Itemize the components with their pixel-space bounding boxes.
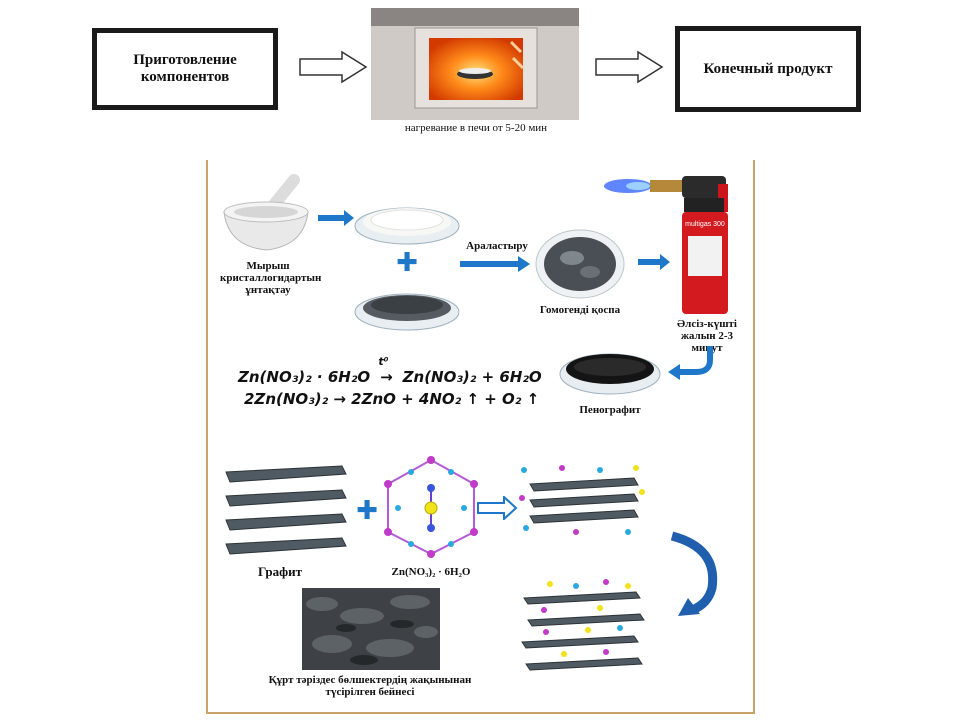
white-powder-dish xyxy=(354,207,460,245)
arrow-grind-to-dish xyxy=(318,210,354,226)
gas-torch-image: multigas 300 xyxy=(604,176,728,314)
salt-formula-label: Zn(NO₃)₂ · 6H₂O xyxy=(391,566,471,578)
equation-1: Zn(NO₃)₂ · 6H₂O t⁰→ Zn(NO₃)₂ + 6H₂O xyxy=(238,355,542,386)
arrow-mix xyxy=(460,256,530,272)
step-final-product-box: Конечный продукт xyxy=(675,26,861,112)
equation-2: 2Zn(NO₃)₂ → 2ZnO + 4NO₂ ↑ + O₂ ↑ xyxy=(244,390,540,408)
grinding-label: Мырыш кристаллогидартын ұнтақтау xyxy=(220,260,322,296)
expanded-graphite-image xyxy=(521,579,645,671)
heating-label: Әлсіз-күшті жалын 2-3 минут xyxy=(677,318,737,354)
arrow-to-intercalation xyxy=(477,496,518,520)
furnace-caption: нагревание в печи от 5-20 мин xyxy=(404,122,548,134)
arrow-to-torch xyxy=(638,254,670,270)
curved-arrow-to-foam xyxy=(668,346,713,380)
graphite-layers-image xyxy=(225,465,347,555)
homogeneous-label: Гомогенді қоспа xyxy=(539,304,621,316)
zinc-nitrate-molecule-image xyxy=(384,456,478,558)
step-preparation-label: Приготовление компонентов xyxy=(133,52,237,85)
graphite-powder-dish xyxy=(354,293,460,331)
worm-particles-closeup-image xyxy=(302,588,440,670)
furnace-image xyxy=(371,8,579,120)
graphite-label: Графит xyxy=(257,564,303,579)
equation-1-left: Zn(NO₃)₂ · 6H₂O xyxy=(238,368,371,386)
foam-graphite-dish xyxy=(559,353,661,395)
torch-brand: multigas 300 xyxy=(685,221,725,228)
foam-graphite-label: Пенографит xyxy=(579,404,641,416)
flow-arrow-1 xyxy=(299,50,368,84)
step-preparation-box: Приготовление компонентов xyxy=(92,28,278,110)
intercalated-graphite-image xyxy=(519,465,645,535)
plus-icon-2: ✚ xyxy=(356,496,378,526)
homogeneous-mixture-image xyxy=(535,229,625,299)
plus-icon: ✚ xyxy=(396,248,418,278)
mixing-label: Араластыру xyxy=(466,240,528,252)
equation-1-condition: t⁰ xyxy=(378,355,389,368)
equation-1-right: Zn(NO₃)₂ + 6H₂O xyxy=(402,368,542,386)
curved-arrow-expansion xyxy=(670,531,718,616)
mortar-pestle-image xyxy=(223,174,309,251)
step-final-product-label: Конечный продукт xyxy=(703,60,833,77)
closeup-caption: Құрт тәріздес бөлшектердің жақынынан түс… xyxy=(268,674,472,698)
synthesis-panel xyxy=(206,160,755,714)
flow-arrow-2 xyxy=(595,50,664,84)
